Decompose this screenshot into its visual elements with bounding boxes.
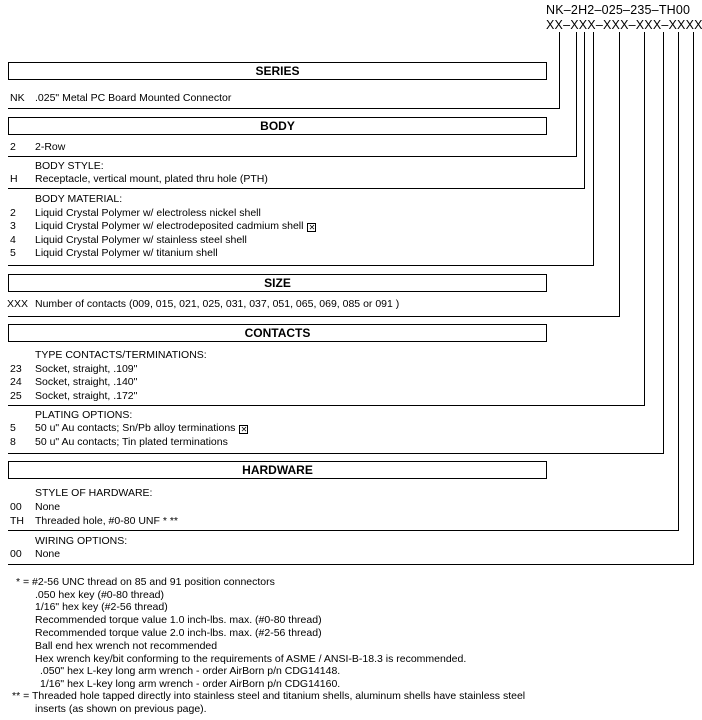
material-desc: Liquid Crystal Polymer w/ electrodeposit…	[35, 220, 304, 232]
part-number: NK–2H2–025–235–TH00	[546, 3, 691, 17]
plating-code: 8	[10, 436, 16, 448]
body-row-divider	[8, 156, 576, 157]
contacts-header: CONTACTS	[8, 324, 547, 342]
note-line: Hex wrench key/bit conforming to the req…	[35, 653, 467, 665]
contact-type-title: TYPE CONTACTS/TERMINATIONS:	[35, 349, 207, 361]
series-desc: .025" Metal PC Board Mounted Connector	[35, 92, 232, 104]
material-desc: Liquid Crystal Polymer w/ electroless ni…	[35, 207, 261, 219]
series-header: SERIES	[8, 62, 547, 80]
size-code: XXX	[7, 298, 29, 310]
hardware-code: 00	[10, 501, 22, 513]
material-code: 4	[10, 234, 16, 246]
note-line: .050 hex key (#0-80 thread)	[35, 589, 164, 601]
connector-line-plating	[663, 32, 664, 454]
plating-title: PLATING OPTIONS:	[35, 409, 133, 421]
connector-line-contact-type	[644, 32, 645, 406]
wiring-desc: None	[35, 548, 61, 560]
contact-type-code: 23	[10, 363, 22, 375]
material-code: 2	[10, 207, 16, 219]
note-line: 1/16" hex key (#2-56 thread)	[35, 601, 168, 613]
note-line: Recommended torque value 2.0 inch-lbs. m…	[35, 627, 322, 639]
size-header: SIZE	[8, 274, 547, 292]
body-style-title: BODY STYLE:	[35, 160, 104, 172]
wiring-title: WIRING OPTIONS:	[35, 535, 128, 547]
note-line: inserts (as shown on previous page).	[35, 703, 207, 715]
wiring-code: 00	[10, 548, 22, 560]
material-desc-line: Liquid Crystal Polymer w/ electrodeposit…	[35, 220, 317, 232]
body-style-desc: Receptacle, vertical mount, plated thru …	[35, 173, 268, 185]
series-divider	[8, 108, 559, 109]
note-line: .050" hex L-key long arm wrench - order …	[40, 665, 341, 677]
material-desc: Liquid Crystal Polymer w/ titanium shell	[35, 247, 218, 259]
body-header: BODY	[8, 117, 547, 135]
hardware-code: TH	[10, 515, 24, 527]
plating-divider	[8, 453, 663, 454]
connector-line-size	[619, 32, 620, 317]
part-number-template: XX–XXX–XXX–XXX–XXXX	[546, 18, 702, 32]
hardware-desc: None	[35, 501, 61, 513]
connector-line-body-material	[593, 32, 594, 266]
material-code: 3	[10, 220, 16, 232]
note-line: Recommended torque value 1.0 inch-lbs. m…	[35, 614, 322, 626]
material-code: 5	[10, 247, 16, 259]
connector-line-series	[559, 32, 560, 109]
note-line: ** = Threaded hole tapped directly into …	[12, 690, 526, 702]
body-material-title: BODY MATERIAL:	[35, 193, 123, 205]
body-material-divider	[8, 265, 593, 266]
contact-type-code: 24	[10, 376, 22, 388]
plating-code: 5	[10, 422, 16, 434]
contact-type-divider	[8, 405, 644, 406]
body-style-divider	[8, 188, 584, 189]
hardware-desc: Threaded hole, #0-80 UNF * **	[35, 515, 178, 527]
note-line: * = #2-56 UNC thread on 85 and 91 positi…	[16, 576, 275, 588]
material-desc: Liquid Crystal Polymer w/ stainless stee…	[35, 234, 247, 246]
contact-type-desc: Socket, straight, .172"	[35, 390, 138, 402]
contact-type-code: 25	[10, 390, 22, 402]
connector-line-body-style	[584, 32, 585, 189]
connector-line-body-row	[576, 32, 577, 157]
hardware-style-divider	[8, 530, 678, 531]
size-desc: Number of contacts (009, 015, 021, 025, …	[35, 298, 400, 310]
contact-type-desc: Socket, straight, .140"	[35, 376, 138, 388]
note-line: 1/16" hex L-key long arm wrench - order …	[40, 678, 341, 690]
connector-line-hardware-style	[678, 32, 679, 531]
body-style-code: H	[10, 173, 18, 185]
body-row-desc: 2-Row	[35, 141, 66, 153]
note-line: Ball end hex wrench not recommended	[35, 640, 218, 652]
plating-desc: 50 u" Au contacts; Tin plated terminatio…	[35, 436, 228, 448]
plating-desc: 50 u" Au contacts; Sn/Pb alloy terminati…	[35, 422, 236, 434]
wiring-divider	[8, 564, 693, 565]
body-row-code: 2	[10, 141, 16, 153]
size-divider	[8, 316, 619, 317]
x-box-icon: ✕	[307, 223, 317, 232]
contact-type-desc: Socket, straight, .109"	[35, 363, 138, 375]
series-code: NK	[10, 92, 25, 104]
x-box-icon: ✕	[239, 425, 249, 434]
hardware-style-title: STYLE OF HARDWARE:	[35, 487, 153, 499]
connector-line-wiring	[693, 32, 694, 565]
hardware-header: HARDWARE	[8, 461, 547, 479]
plating-desc-line: 50 u" Au contacts; Sn/Pb alloy terminati…	[35, 422, 249, 434]
